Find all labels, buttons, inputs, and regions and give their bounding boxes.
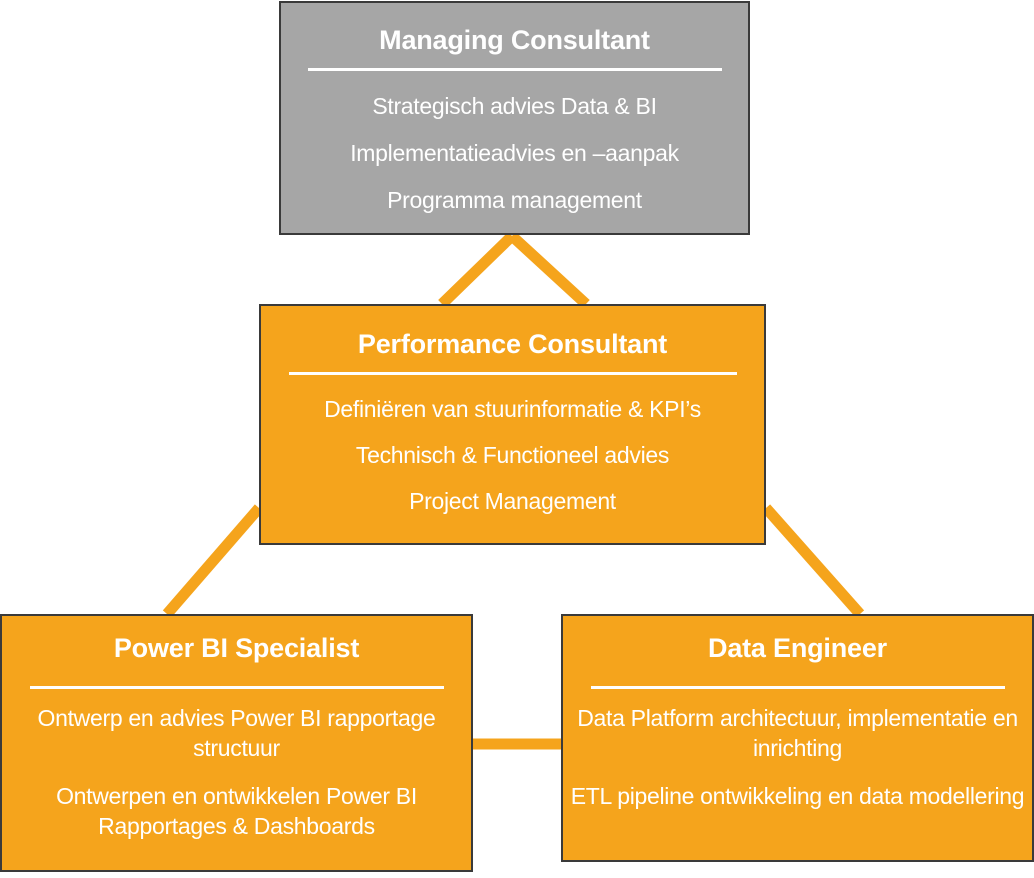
responsibility-item: Programma management	[387, 187, 642, 213]
role-responsibilities: Data Platform architectuur, implementati…	[563, 703, 1032, 811]
role-responsibilities: Strategisch advies Data & BI Implementat…	[281, 91, 748, 215]
connector-managing-left	[438, 232, 516, 308]
responsibility-item: ETL pipeline ontwikkeling en data modell…	[570, 783, 1025, 809]
role-box-data-engineer: Data Engineer Data Platform architectuur…	[561, 614, 1034, 862]
role-title: Data Engineer	[708, 633, 887, 663]
responsibility-item: Definiëren van stuurinformatie & KPI’s	[324, 396, 701, 422]
role-box-performance-consultant: Performance Consultant Definiëren van st…	[259, 304, 766, 545]
responsibility-item: Strategisch advies Data & BI	[372, 93, 657, 119]
title-divider	[307, 68, 722, 71]
responsibility-item: Data Platform architectuur, implementati…	[577, 705, 1018, 761]
title-divider	[590, 686, 1005, 689]
role-box-power-bi-specialist: Power BI Specialist Ontwerp en advies Po…	[0, 614, 473, 872]
role-title: Performance Consultant	[357, 329, 668, 359]
responsibility-item: Ontwerp en advies Power BI rapportage st…	[37, 705, 436, 761]
connector-managing-right	[508, 231, 590, 309]
responsibility-item: Implementatieadvies en –aanpak	[350, 140, 679, 166]
title-divider	[29, 686, 444, 689]
role-responsibilities: Ontwerp en advies Power BI rapportage st…	[2, 703, 471, 841]
title-divider	[288, 372, 737, 375]
responsibility-item: Technisch & Functioneel advies	[355, 442, 670, 468]
role-responsibilities: Definiëren van stuurinformatie & KPI’s T…	[261, 394, 764, 516]
role-box-managing-consultant: Managing Consultant Strategisch advies D…	[279, 1, 750, 235]
connector-performance-right	[761, 504, 865, 618]
responsibility-item: Ontwerpen en ontwikkelen Power BI Rappor…	[56, 783, 417, 839]
responsibility-item: Project Management	[409, 488, 616, 514]
role-title: Power BI Specialist	[113, 633, 360, 663]
connector-performance-left	[162, 504, 264, 618]
role-title: Managing Consultant	[379, 25, 650, 55]
